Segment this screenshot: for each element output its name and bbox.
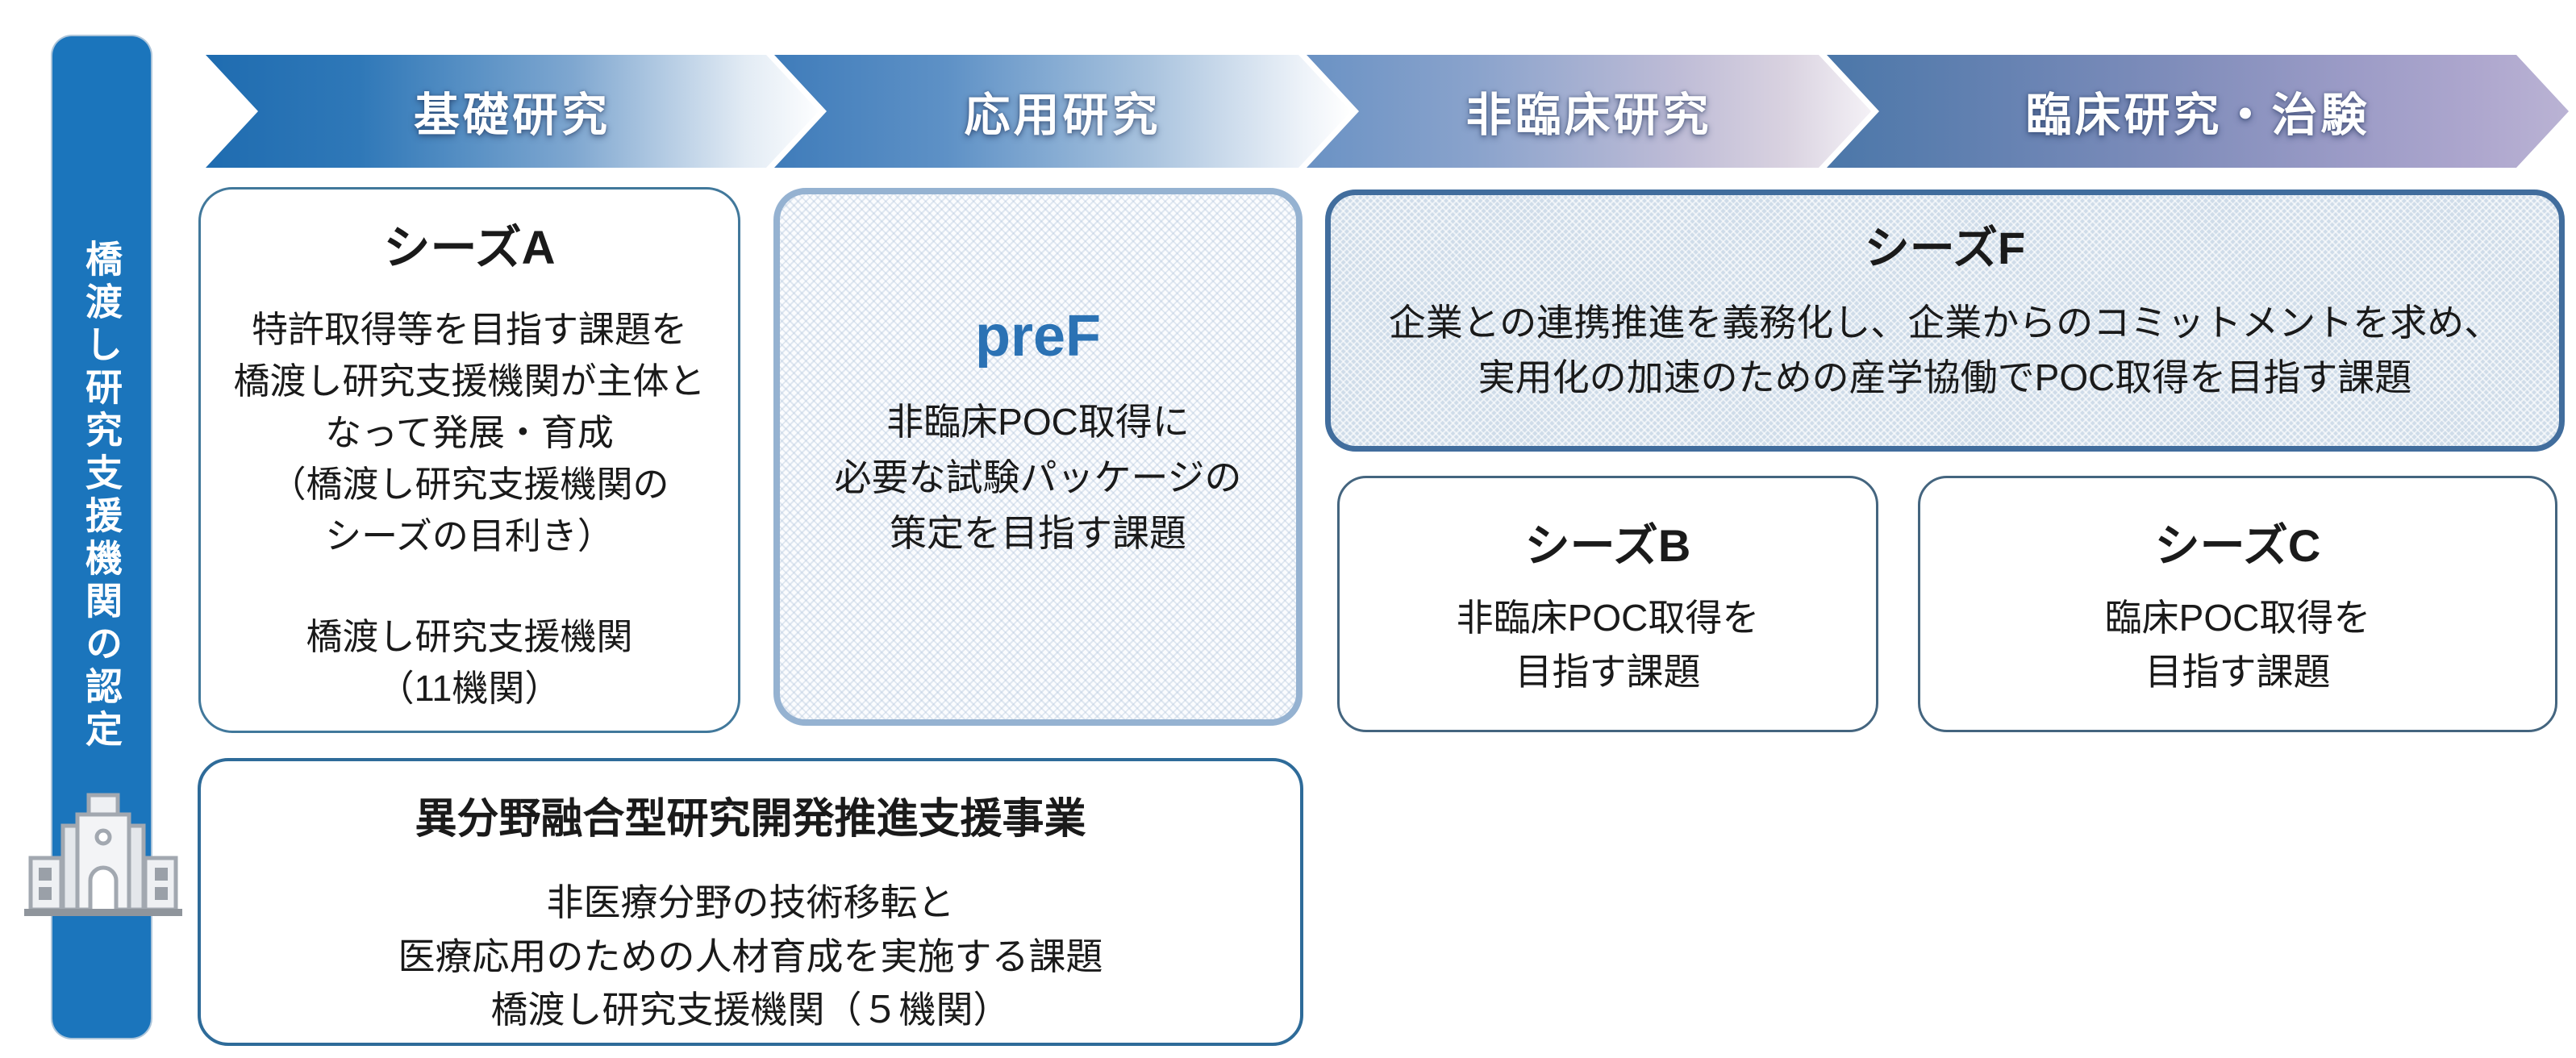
stage-basic-research: 基礎研究 [206,55,819,168]
building-icon [24,793,182,916]
stage-nonclinical-research: 非臨床研究 [1307,55,1871,168]
seeds-c-title: シーズC [2154,520,2321,571]
pref-title: preF [974,304,1102,369]
seeds-f-box: シーズF 企業との連携推進を義務化し、企業からのコミットメントを求め、 実用化の… [1325,190,2565,452]
certification-bar-label: 橋渡し研究支援機関の認定 [81,240,123,752]
pref-description: 非臨床POC取得に 必要な試験パッケージの 策定を目指す課題 [834,401,1242,554]
seeds-b-title: シーズB [1524,520,1691,571]
seeds-c-description: 臨床POC取得を 目指す課題 [2104,597,2371,693]
seeds-a-box: シーズA 特許取得等を目指す課題を 橋渡し研究支援機関が主体と なって発展・育成… [198,187,740,733]
stage-label: 非臨床研究 [1465,90,1712,141]
stage-label: 応用研究 [964,90,1161,141]
stage-clinical-research-trials: 臨床研究・治験 [1827,55,2569,168]
fusion-program-description: 非医療分野の技術移転と 医療応用のための人材育成を実施する課題 橋渡し研究支援機… [398,881,1103,1031]
seeds-a-institutions-note: 橋渡し研究支援機関 （11機関） [306,616,633,710]
seeds-f-description: 企業との連携推進を義務化し、企業からのコミットメントを求め、 実用化の加速のため… [1388,302,2502,399]
seeds-b-box: シーズB 非臨床POC取得を 目指す課題 [1337,476,1878,732]
stage-applied-research: 応用研究 [774,55,1351,168]
fusion-program-title: 異分野融合型研究開発推進支援事業 [415,796,1086,843]
stage-label: 臨床研究・治験 [2025,90,2370,141]
seeds-b-description: 非臨床POC取得を 目指す課題 [1456,597,1760,693]
seeds-a-title: シーズA [383,222,556,274]
fusion-program-box: 異分野融合型研究開発推進支援事業 非医療分野の技術移転と 医療応用のための人材育… [198,758,1303,1046]
seeds-c-box: シーズC 臨床POC取得を 目指す課題 [1918,476,2557,732]
stage-label: 基礎研究 [414,90,611,141]
seeds-a-description: 特許取得等を目指す課題を 橋渡し研究支援機関が主体と なって発展・育成 （橋渡し… [233,309,706,556]
seeds-f-title: シーズF [1864,223,2026,273]
pref-box: preF 非臨床POC取得に 必要な試験パッケージの 策定を目指す課題 [773,188,1303,726]
